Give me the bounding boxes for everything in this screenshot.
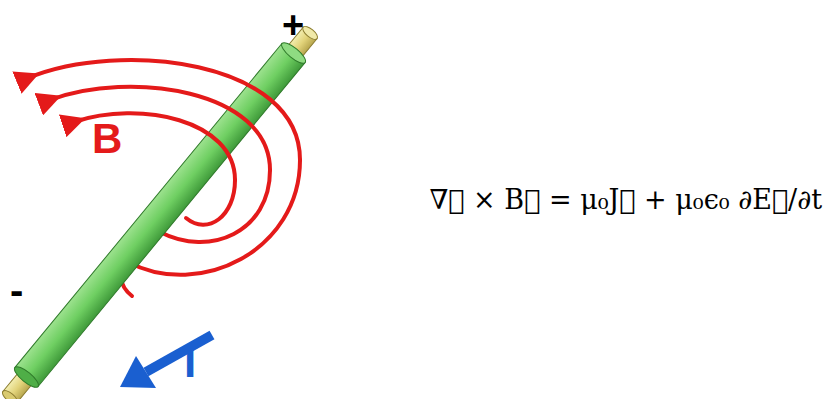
polarity-sign: + [282, 6, 304, 44]
field-line [28, 60, 300, 160]
field-label: B [92, 118, 122, 160]
field-line [74, 113, 235, 180]
current-label: I [184, 340, 196, 384]
polarity-sign: - [10, 270, 23, 310]
field-lines [28, 60, 300, 180]
wire [0, 20, 324, 399]
field-line [50, 87, 270, 170]
current-arrow [120, 335, 212, 388]
equation: ∇⃗ × B⃗ = μ₀J⃗ + μ₀ϵ₀ ∂E⃗/∂t [429, 186, 822, 213]
